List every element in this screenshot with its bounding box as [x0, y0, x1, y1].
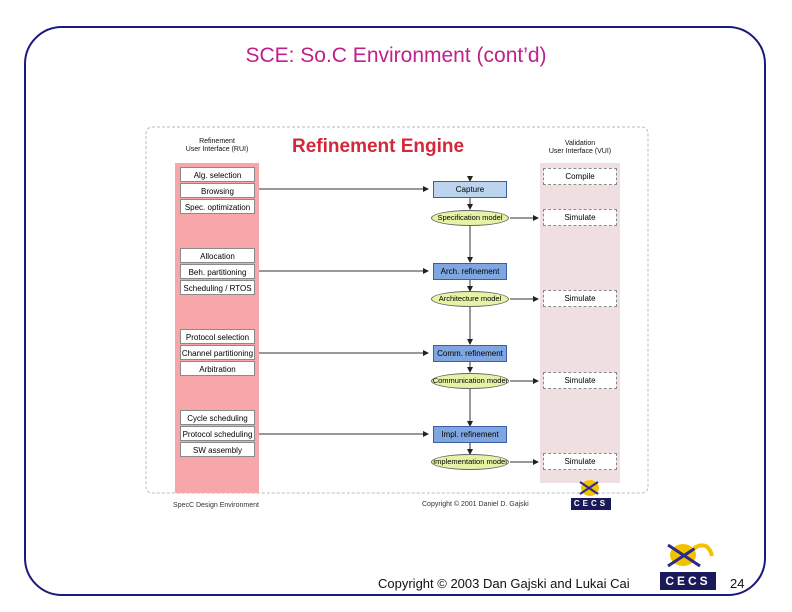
rui-item-allocation: Allocation	[180, 248, 255, 263]
vui-simulate-arch: Simulate	[543, 290, 617, 307]
rui-item-protocol-selection: Protocol selection	[180, 329, 255, 344]
rui-item-cycle-scheduling: Cycle scheduling	[180, 410, 255, 425]
rui-item-protocol-scheduling: Protocol scheduling	[180, 426, 255, 441]
vui-simulate-comm: Simulate	[543, 372, 617, 389]
tool-comm-refinement: Comm. refinement	[433, 345, 507, 362]
rui-item-beh-partitioning: Beh. partitioning	[180, 264, 255, 279]
vui-compile: Compile	[543, 168, 617, 185]
rui-header-line1: Refinement	[199, 138, 235, 145]
rui-item-scheduling-rtos: Scheduling / RTOS	[180, 280, 255, 295]
tool-impl-refinement: Impl. refinement	[433, 426, 507, 443]
figure-title: Refinement Engine	[292, 136, 465, 157]
rui-item-alg-selection: Alg. selection	[180, 167, 255, 182]
model-architecture: Architecture model	[431, 291, 509, 307]
vui-header: Validation User Interface (VUI)	[535, 140, 625, 156]
footer-copyright: Copyright © 2003 Dan Gajski and Lukai Ca…	[378, 576, 630, 591]
vui-header-line2: User Interface (VUI)	[548, 148, 612, 155]
model-communication: Communication model	[431, 373, 509, 389]
rui-item-browsing: Browsing	[180, 183, 255, 198]
rui-header: Refinement User Interface (RUI)	[172, 138, 262, 154]
rui-header-line2: User Interface (RUI)	[185, 146, 249, 153]
slide-frame	[24, 26, 766, 596]
tool-capture: Capture	[433, 181, 507, 198]
model-implementation: Implementation model	[431, 454, 509, 470]
vui-simulate-spec: Simulate	[543, 209, 617, 226]
cecs-logo: CECS	[660, 572, 716, 590]
figure-footer-right: Copyright © 2001 Daniel D. Gajski	[422, 501, 529, 508]
figure-logo: CECS	[571, 498, 611, 510]
slide-title: SCE: So.C Environment (cont’d)	[245, 44, 547, 67]
vui-simulate-impl: Simulate	[543, 453, 617, 470]
vui-header-line1: Validation	[564, 140, 596, 147]
rui-item-spec-optimization: Spec. optimization	[180, 199, 255, 214]
rui-item-sw-assembly: SW assembly	[180, 442, 255, 457]
figure-footer-left: SpecC Design Environment	[173, 502, 259, 509]
rui-item-arbitration: Arbitration	[180, 361, 255, 376]
page-number: 24	[730, 576, 745, 591]
model-specification: Specification model	[431, 210, 509, 226]
rui-item-channel-partitioning: Channel partitioning	[180, 345, 255, 360]
tool-arch-refinement: Arch. refinement	[433, 263, 507, 280]
